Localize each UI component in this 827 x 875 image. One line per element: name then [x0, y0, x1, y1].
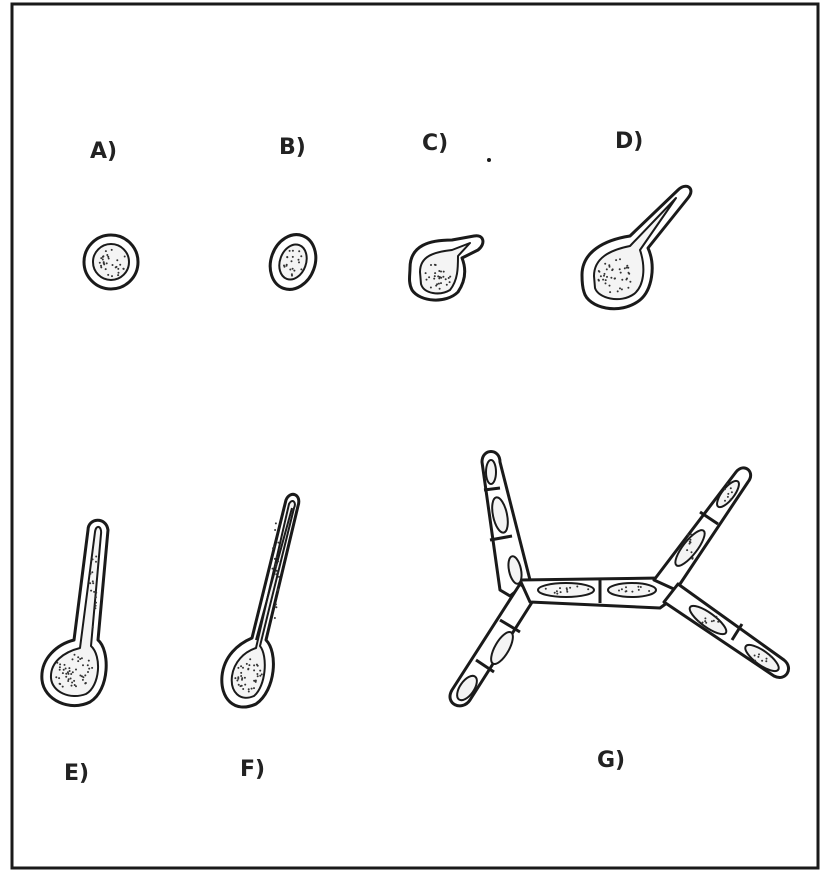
panel-label-e: E) [64, 761, 89, 786]
panel-label-g: G) [597, 748, 625, 773]
stray-dot [487, 158, 491, 162]
panel-label-a: A) [90, 139, 117, 164]
panel-label-c: C) [422, 131, 448, 156]
stage-a-spore [84, 235, 138, 289]
panel-label-d: D) [615, 129, 643, 154]
panel-label-f: F) [240, 757, 265, 782]
panel-label-b: B) [279, 135, 306, 160]
figure-frame [12, 4, 818, 868]
